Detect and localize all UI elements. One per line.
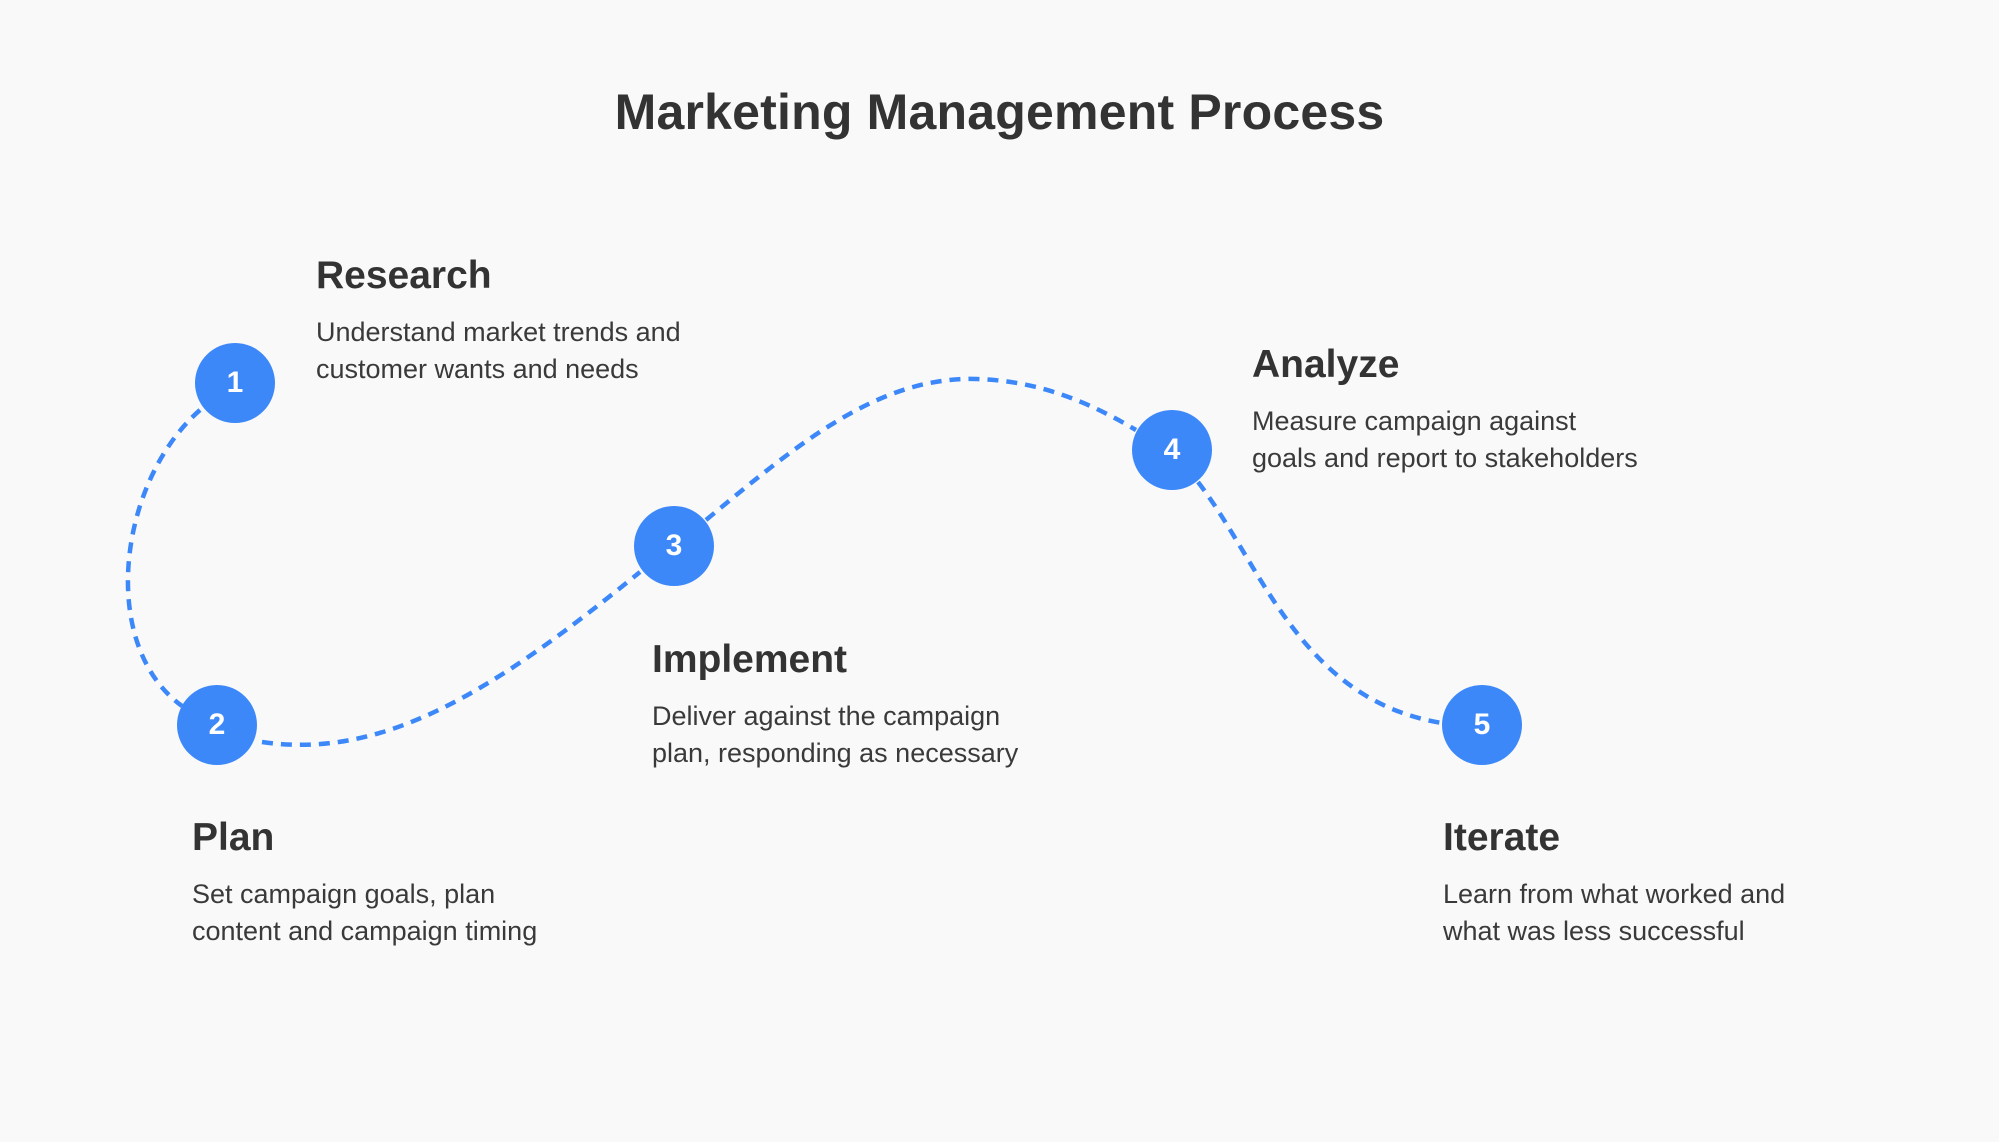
step-description-line: goals and report to stakeholders bbox=[1252, 443, 1638, 473]
step-research: Research Understand market trends and cu… bbox=[316, 254, 681, 388]
step-analyze: Analyze Measure campaign against goals a… bbox=[1252, 343, 1638, 477]
step-heading: Research bbox=[316, 254, 492, 297]
step-3-badge: 3 bbox=[634, 506, 714, 586]
step-4-badge: 4 bbox=[1132, 410, 1212, 490]
step-description-line: Understand market trends and bbox=[316, 317, 681, 347]
step-implement: Implement Deliver against the campaign p… bbox=[652, 638, 1018, 772]
step-description: Measure campaign against goals and repor… bbox=[1252, 403, 1638, 477]
step-description: Set campaign goals, plan content and cam… bbox=[192, 876, 537, 950]
step-heading: Analyze bbox=[1252, 343, 1400, 386]
step-1-number: 1 bbox=[226, 366, 244, 399]
step-description-line: Learn from what worked and bbox=[1443, 879, 1786, 909]
step-iterate: Iterate Learn from what worked and what … bbox=[1443, 816, 1785, 950]
step-2-badge: 2 bbox=[177, 685, 257, 765]
step-description-line: plan, responding as necessary bbox=[652, 738, 1019, 768]
step-2-number: 2 bbox=[208, 708, 226, 741]
step-plan: Plan Set campaign goals, plan content an… bbox=[192, 816, 537, 950]
connector-1-2 bbox=[125, 408, 202, 708]
step-description-line: Measure campaign against bbox=[1252, 406, 1577, 436]
step-description-line: content and campaign timing bbox=[192, 916, 538, 946]
step-description: Understand market trends and customer wa… bbox=[316, 314, 681, 388]
step-heading: Plan bbox=[192, 816, 275, 859]
step-heading: Iterate bbox=[1443, 816, 1561, 859]
step-5-badge: 5 bbox=[1442, 685, 1522, 765]
step-description: Learn from what worked and what was less… bbox=[1443, 876, 1785, 950]
step-description-line: what was less successful bbox=[1443, 916, 1745, 946]
step-description-line: Deliver against the campaign bbox=[652, 701, 1001, 731]
step-3-number: 3 bbox=[665, 529, 683, 562]
connector-2-3 bbox=[261, 570, 642, 748]
step-description: Deliver against the campaign plan, respo… bbox=[652, 698, 1018, 772]
step-1-badge: 1 bbox=[195, 343, 275, 423]
step-4-number: 4 bbox=[1163, 433, 1181, 466]
step-heading: Implement bbox=[652, 638, 848, 681]
step-5-number: 5 bbox=[1473, 708, 1491, 741]
page-title: Marketing Management Process bbox=[614, 84, 1385, 140]
step-description-line: Set campaign goals, plan bbox=[192, 879, 496, 909]
step-description-line: customer wants and needs bbox=[316, 354, 639, 384]
connector-3-4 bbox=[704, 376, 1138, 522]
connector-4-5 bbox=[1196, 480, 1443, 726]
